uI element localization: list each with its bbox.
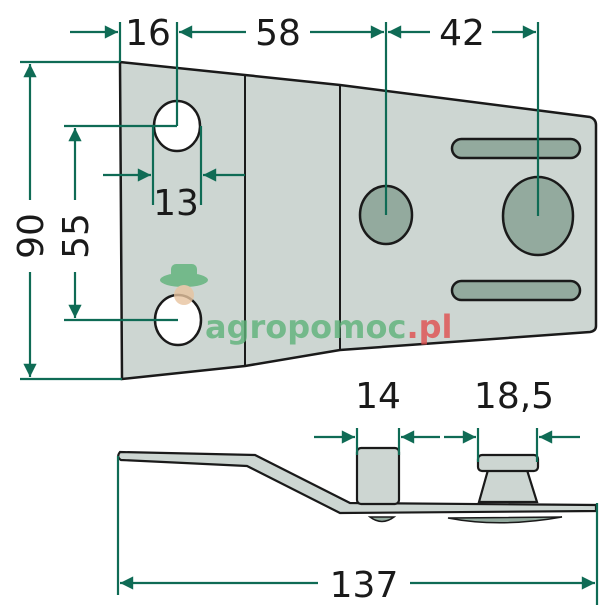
- left-dimension-lines: [20, 60, 245, 381]
- dim-42: 42: [439, 13, 485, 54]
- side-dimension-lines: [116, 428, 599, 605]
- dim-55: 55: [56, 213, 97, 259]
- plate-side-view: [117, 446, 598, 524]
- slot-top: [450, 137, 582, 160]
- dim-18-5: 18,5: [474, 376, 554, 417]
- dim-13: 13: [153, 183, 199, 224]
- slot-bottom: [450, 279, 582, 302]
- dim-14: 14: [355, 376, 401, 417]
- dim-137: 137: [330, 565, 399, 606]
- stud-18-5-head: [476, 453, 540, 473]
- farmer-face-icon: [174, 285, 194, 305]
- dim-16: 16: [125, 13, 171, 54]
- watermark-line: agropomoc.pl: [205, 308, 452, 346]
- dim-90: 90: [11, 213, 52, 259]
- watermark: agropomoc.pl: [160, 264, 452, 346]
- stud-14: [355, 446, 401, 506]
- watermark-suffix: .pl: [406, 308, 452, 346]
- watermark-text: agropomoc: [205, 308, 406, 346]
- stud-18-5-base: [477, 468, 539, 504]
- top-dimension-lines: [70, 22, 540, 216]
- dim-58: 58: [255, 13, 301, 54]
